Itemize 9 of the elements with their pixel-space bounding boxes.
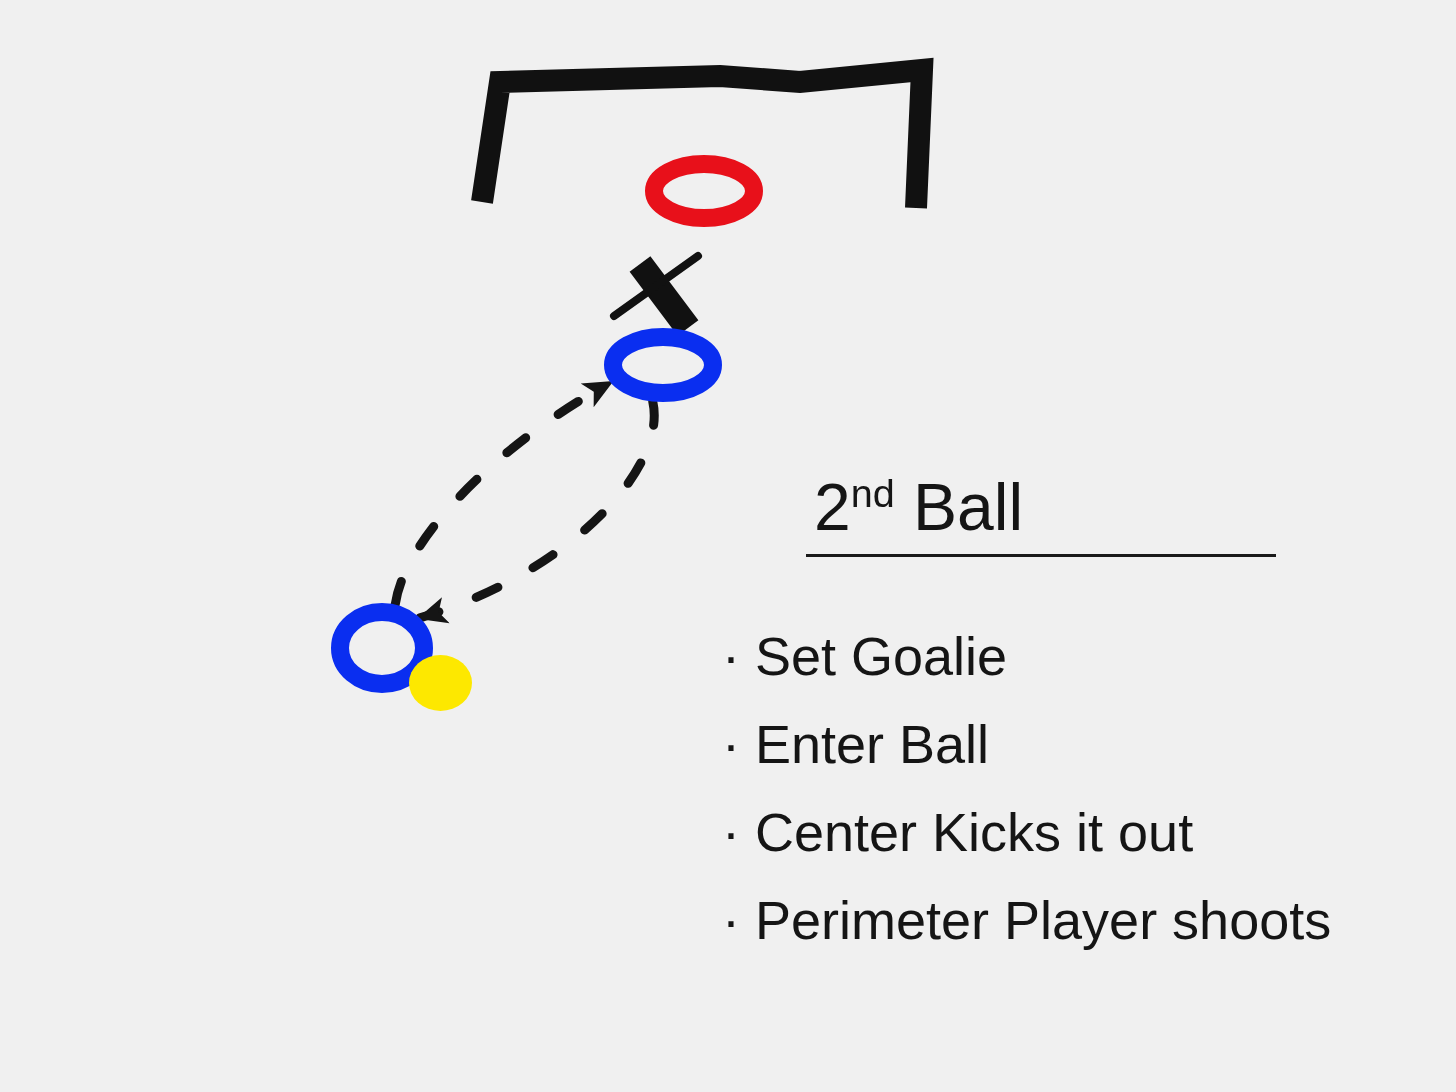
player-ring (604, 328, 722, 402)
bullet-note: · Enter Ball (722, 713, 990, 776)
player-ring (331, 603, 433, 693)
player-ring (645, 155, 763, 227)
bullet-note: · Set Goalie (722, 625, 1008, 688)
underlined-heading: 2$^{nd}$ Ball (806, 470, 1276, 557)
bullet-note: · Center Kicks it out (722, 801, 1194, 864)
ball-marker (409, 655, 472, 711)
bullet-note: · Perimeter Player shoots (722, 889, 1332, 952)
